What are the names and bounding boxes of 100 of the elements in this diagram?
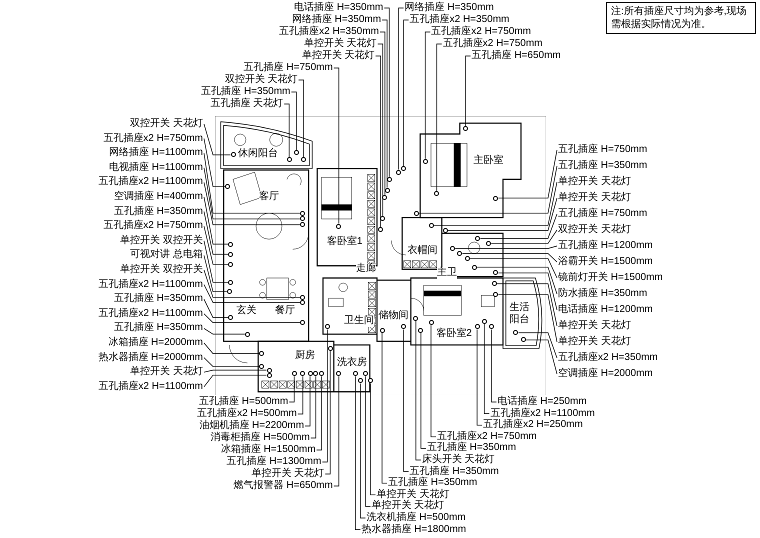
room-label: 客卧室1 xyxy=(326,236,362,248)
socket-symbol xyxy=(292,371,297,376)
socket-symbol xyxy=(228,280,234,285)
annotation-label: 网络插座 H=350mm xyxy=(404,2,494,14)
socket-symbol xyxy=(450,246,456,251)
annotation-label: 热水器插座 H=1800mm xyxy=(361,524,466,536)
socket-symbol xyxy=(313,371,318,376)
leader-line xyxy=(484,323,490,414)
leader-line xyxy=(204,240,229,283)
socket-symbol xyxy=(226,289,232,294)
leader-line xyxy=(365,376,371,507)
annotation-label: 五孔插座x2 H=1100mm xyxy=(490,408,595,420)
annotation-label: 五孔插座 H=350mm xyxy=(410,466,499,478)
annotation-label: 五孔插座x2 H=1100mm xyxy=(98,380,203,393)
annotation-label: 五孔插座 天花灯 xyxy=(210,98,284,110)
leader-line xyxy=(465,56,471,127)
socket-symbol xyxy=(300,294,306,300)
socket-symbol xyxy=(300,210,306,216)
leader-line xyxy=(448,198,558,231)
leader-line xyxy=(322,329,328,462)
annotation-label: 单控开关 天花灯 xyxy=(558,192,631,204)
leader-line xyxy=(476,266,558,294)
annotation-label: 单控开关 天花灯 xyxy=(130,366,203,378)
annotation-label: 网络插座 H=1100mm xyxy=(108,147,203,160)
leader-line xyxy=(204,298,229,318)
socket-symbol xyxy=(230,152,236,158)
annotation-label: 防水插座 H=350mm xyxy=(558,288,648,300)
leader-line xyxy=(204,167,301,220)
leader-line xyxy=(476,329,482,426)
leader-line xyxy=(518,332,558,358)
leader-line xyxy=(418,166,558,214)
room-label: 生活阳台 xyxy=(508,302,531,326)
leader-line xyxy=(288,376,295,402)
socket-symbol xyxy=(493,270,498,276)
socket-symbol xyxy=(492,281,497,286)
leader-line xyxy=(204,182,301,226)
leader-line xyxy=(360,383,366,518)
annotation-label: 电视插座 H=1100mm xyxy=(108,162,203,174)
leader-line xyxy=(496,283,558,326)
socket-symbol xyxy=(336,371,342,376)
socket-symbol xyxy=(294,150,299,156)
leader-line xyxy=(384,8,390,178)
annotation-label: 双控开关 天花灯 xyxy=(558,224,631,236)
leader-line xyxy=(398,8,404,170)
socket-symbol xyxy=(486,240,492,246)
leader-line xyxy=(204,284,301,303)
leader-line xyxy=(462,253,558,262)
socket-symbol xyxy=(225,184,230,190)
leader-line xyxy=(333,68,340,224)
annotation-label: 床头开关 天花灯 xyxy=(422,454,495,466)
socket-symbol xyxy=(319,371,324,376)
annotation-label: 电话插座 H=1200mm xyxy=(558,304,653,316)
socket-symbol xyxy=(513,330,518,336)
annotation-label: 五孔插座x2 H=350mm xyxy=(558,352,658,364)
note-box: 注:所有插座尺寸均为参考,现场需根据实际情况为准。 xyxy=(606,2,756,34)
annotation-label: 五孔插座x2 H=750mm xyxy=(103,132,203,145)
leader-line xyxy=(298,80,304,158)
socket-symbol xyxy=(286,157,292,162)
annotation-label: 五孔插座 H=1300mm xyxy=(226,456,322,468)
annotation-label: 五孔插座x2 H=750mm xyxy=(442,38,542,50)
annotation-label: 五孔插座x2 H=750mm xyxy=(437,430,537,443)
socket-symbol xyxy=(228,252,234,257)
socket-symbol xyxy=(428,222,434,228)
annotation-label: 五孔插座 H=350mm xyxy=(426,442,516,454)
socket-symbol xyxy=(463,126,468,132)
leader-line xyxy=(304,376,310,426)
leader-line xyxy=(454,246,558,249)
leader-line xyxy=(480,214,558,239)
room-label: 储物间 xyxy=(378,310,409,322)
annotation-label: 热水器插座 H=2000mm xyxy=(98,352,203,364)
socket-symbol xyxy=(358,378,363,384)
leader-line xyxy=(204,255,228,292)
socket-symbol xyxy=(401,166,406,172)
annotation-label: 电话插座 H=250mm xyxy=(497,396,587,408)
leader-line xyxy=(204,270,301,298)
leader-line xyxy=(424,32,431,160)
socket-symbol xyxy=(324,324,330,330)
socket-symbol xyxy=(414,210,420,216)
leader-line xyxy=(433,182,558,226)
leader-line xyxy=(204,226,229,265)
annotation-label: 五孔插座x2 H=350mm xyxy=(279,26,379,38)
socket-symbol xyxy=(244,332,250,337)
socket-symbol xyxy=(378,227,384,232)
room-label: 主卫 xyxy=(436,266,457,279)
annotation-label: 双控开关 天花灯 xyxy=(224,74,298,86)
socket-symbol xyxy=(472,264,477,270)
leader-line xyxy=(324,350,331,474)
annotation-label: 消毒柜插座 H=500mm xyxy=(210,432,310,444)
leader-line xyxy=(382,332,388,484)
leader-line xyxy=(204,374,267,388)
annotation-label: 五孔插座 H=350mm xyxy=(114,293,203,306)
room-label: 主卧室 xyxy=(474,155,504,168)
annotation-label: 五孔插座x2 H=1100mm xyxy=(98,278,203,291)
annotation-label: 五孔插座 H=350mm xyxy=(558,160,648,172)
socket-symbol xyxy=(442,228,448,233)
leader-line xyxy=(498,294,558,342)
annotation-label: 五孔插座 H=500mm xyxy=(199,396,288,408)
socket-symbol xyxy=(428,320,434,326)
leader-line xyxy=(375,56,381,228)
leader-line xyxy=(355,376,361,530)
